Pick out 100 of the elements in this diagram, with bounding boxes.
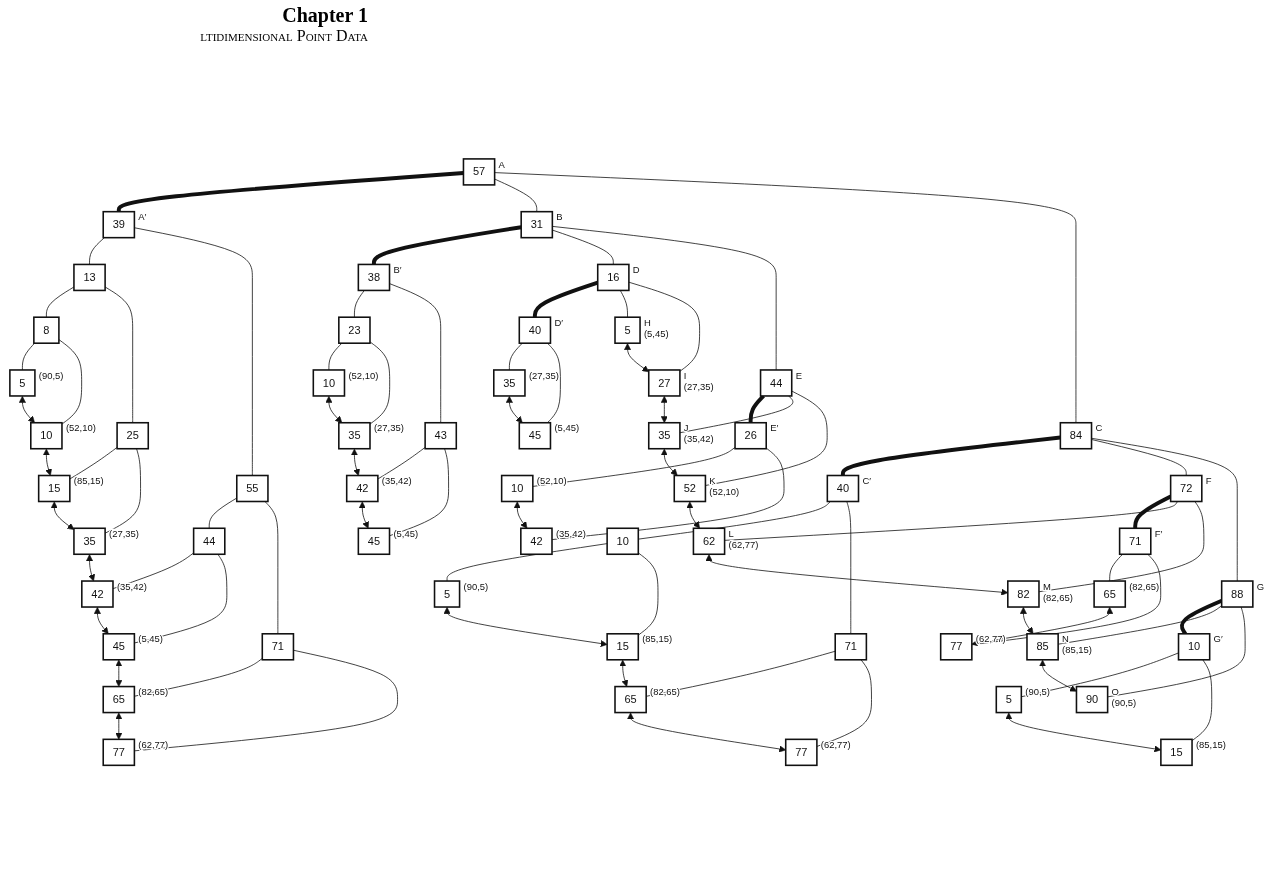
node-box: 40 [826,474,860,503]
node-annotation: I [683,369,687,381]
node-box: 44 [759,369,793,397]
node-annotation: H [644,316,651,328]
connector [22,342,35,371]
node-annotation: (52,10) [709,486,740,498]
node-box: 45 [518,421,552,450]
node-annotation: C′ [862,475,872,487]
connector [628,281,700,372]
node-box: 42 [520,527,553,556]
connector [354,290,365,318]
node-annotation: E [795,369,802,381]
connector [547,342,561,424]
connector [89,237,105,265]
node-box: 43 [424,421,458,450]
connector [494,178,538,213]
connector [508,342,523,371]
connector [1091,439,1187,476]
node-annotation: D [632,264,640,276]
node-annotation: (90,5) [1025,686,1050,698]
node-box: 55 [236,474,269,503]
node-annotation: F′ [1154,527,1163,539]
connector [619,290,628,318]
node-box: 35 [647,421,681,450]
connector [1091,437,1238,582]
node-annotation: (5,45) [393,527,419,539]
node-box: 31 [520,210,554,239]
node-box: 27 [647,369,681,397]
node-annotation: (5,45) [554,422,580,434]
node-box: 44 [192,527,226,556]
node-box: 65 [1093,580,1127,608]
connector [389,283,442,424]
node-box: 35 [73,527,106,556]
node-box: 15 [606,633,640,661]
node-box: 57 [462,158,496,186]
node-box: 10 [30,421,63,450]
connector [1038,501,1205,593]
node-box: 10 [312,369,346,397]
node-box: 10 [500,474,534,503]
node-box: 71 [1118,527,1152,556]
connector [69,447,118,480]
node-box: 39 [102,210,136,239]
node-box: 10 [1177,633,1211,661]
connector [1191,659,1213,742]
node-annotation: (82,65) [1129,580,1160,592]
connector [748,394,765,423]
node-annotation: (5,45) [644,327,669,339]
node-annotation: B′ [393,264,402,276]
node-box: 38 [357,263,391,292]
node-box: 88 [1220,580,1254,608]
node-box: 72 [1169,474,1203,503]
node-box: 16 [596,263,630,292]
connector [846,501,852,635]
node-box: 62 [692,527,726,556]
node-annotation: G [1256,580,1265,592]
node-box: 85 [1026,633,1059,661]
node-box: 65 [102,685,136,714]
node-annotation: (35,42) [683,433,714,445]
node-annotation: (27,35) [109,527,139,539]
node-annotation: (85,15) [1196,739,1226,750]
node-box: 77 [784,738,818,767]
connector [389,448,449,537]
node-annotation: D′ [554,316,563,328]
node-annotation: C [1095,422,1103,434]
node-annotation: (62,77) [820,739,851,750]
connector [377,447,426,480]
connector [116,171,464,212]
node-annotation: (52,10) [348,369,379,381]
node-annotation: (27,35) [528,369,559,381]
node-box: 25 [116,421,150,450]
node-box: 52 [673,474,707,503]
connector [1109,553,1124,582]
connector [371,225,522,265]
node-annotation: (85,15) [73,475,104,487]
connector [724,501,1178,541]
connector [328,342,343,371]
node-box: 15 [1160,738,1193,767]
connector [637,552,659,636]
node-box: 84 [1059,421,1093,450]
node-annotation: M [1042,580,1051,592]
connector [679,395,794,434]
node-annotation: B [556,211,563,223]
node-annotation: (82,65) [1042,591,1073,603]
node-annotation: (52,10) [536,475,567,487]
node-box: 82 [1007,580,1040,608]
node-annotation: O [1111,686,1119,698]
chapter-heading: Chapter 1 [282,4,368,27]
node-annotation: N [1062,633,1069,645]
node-annotation: (35,42) [381,475,412,487]
node-box: 42 [345,474,379,503]
node-box: 8 [33,316,60,344]
node-annotation: K [709,475,716,487]
node-annotation: (35,42) [555,527,586,539]
node-annotation: A [498,158,505,170]
node-box: 10 [606,527,640,556]
running-header: ltidimensional Point Data [200,27,368,45]
node-box: 35 [493,369,526,397]
node-box: 42 [81,580,114,608]
node-annotation: F [1205,475,1212,487]
node-annotation: A′ [138,211,147,223]
